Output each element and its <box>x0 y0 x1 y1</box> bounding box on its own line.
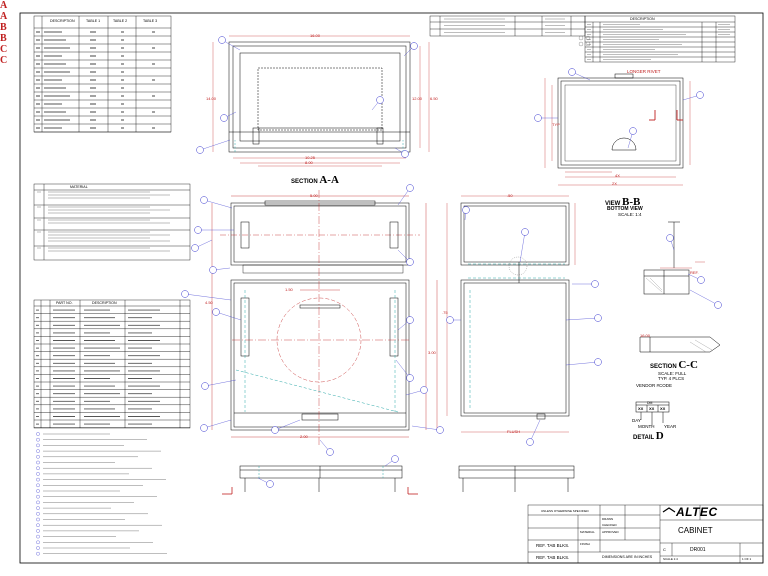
size-value: C <box>663 547 666 552</box>
view-bb-bottom-view <box>557 73 684 169</box>
cut-label-a-right: A <box>0 11 8 22</box>
detail-d-month: MONTH <box>638 424 655 429</box>
rivet-note: LONGER RIVET <box>627 69 661 74</box>
section-aa-label: SECTION A-A <box>291 174 339 186</box>
tab-header-table-2: TABLE 2 <box>113 19 128 23</box>
dimension-label: 2X <box>612 181 617 186</box>
view-bb-label: VIEW B-B <box>605 196 641 208</box>
company-logo: ALTEC <box>676 505 718 519</box>
tolerance-header: UNLESS OTHERWISE SPECIFIED <box>541 509 589 513</box>
dimension-label: 16.00 <box>310 33 321 38</box>
dimension-label: 3.00 <box>428 350 436 355</box>
ref-tab-blks-2: REF. TAB BLKS. <box>536 555 570 560</box>
units-header: DIMENSIONS ARE IN INCHES <box>602 555 653 559</box>
section-cc-label: SECTION C-C <box>650 359 698 371</box>
bom-header-description: DESCRIPTION <box>92 301 117 305</box>
cut-label-c-left: C <box>0 44 8 55</box>
detail-d-year: YEAR <box>664 424 677 429</box>
approved-label: APPROVED <box>602 530 619 534</box>
drawing-number: DR001 <box>690 547 706 553</box>
revision-table <box>429 15 736 63</box>
detail-d-stamp <box>635 401 670 426</box>
detail-d-box-1: DM <box>647 401 653 405</box>
detail-d-box-3: XX <box>649 406 655 411</box>
section-cc-scale: SCALE: FULL <box>658 371 687 376</box>
tabulation-table <box>33 15 172 133</box>
drawn-label: DRAWN <box>602 517 614 521</box>
rev-header-description: DESCRIPTION <box>630 17 655 21</box>
dimension-label: TYP <box>552 122 560 127</box>
detail-d-day: DAY <box>632 418 641 423</box>
sheet-value: 1 OF 1 <box>742 557 752 561</box>
dimension-label: .75 <box>442 310 448 315</box>
dimension-label: 10.25 <box>305 155 316 160</box>
tab-header-table-1: TABLE 1 <box>86 19 101 23</box>
dimension-label: .50 <box>507 193 513 198</box>
dimension-label: FLUSH <box>507 429 521 434</box>
tab-header-description: DESCRIPTION <box>50 19 75 23</box>
detail-d-box-2: XX <box>638 406 644 411</box>
detail-d-vendor: VENDOR #CODE <box>636 383 673 388</box>
dimension-label: 2.00 <box>300 434 308 439</box>
scale-value: SCALE 1:4 <box>663 557 678 561</box>
dimension-label: 8.00 <box>305 160 313 165</box>
dimension-label: 6.50 <box>430 96 438 101</box>
sheet-border <box>19 12 764 564</box>
drawing-title: CABINET <box>678 526 713 535</box>
dimension-label: REF. <box>690 270 699 275</box>
detail-d-label: DETAIL D <box>633 430 664 442</box>
material-notes-table <box>33 183 191 261</box>
bottom-strip-view <box>239 465 575 492</box>
dimension-label: 14.00 <box>206 96 217 101</box>
section-aa-view <box>228 41 411 153</box>
cut-label-a-left: A <box>0 0 8 11</box>
dimension-label: 5.00 <box>310 193 318 198</box>
section-cc-note: TYP. 4 PLCS <box>658 376 685 381</box>
cut-label-c-right: C <box>0 55 8 66</box>
dimension-label: 12.00 <box>412 96 423 101</box>
dimension-label: 4.50 <box>205 300 213 305</box>
material-label: MATERIAL <box>580 530 595 534</box>
bill-of-materials <box>33 299 191 429</box>
dimension-label: 16.00 <box>640 333 651 338</box>
tab-header-table-3: TABLE 3 <box>143 19 158 23</box>
section-cc-view <box>639 221 721 353</box>
ref-tab-blks-1: REF. TAB BLKS. <box>536 543 570 548</box>
side-view <box>460 202 570 420</box>
dimension-label: 1.50 <box>285 287 293 292</box>
finish-label: FINISH <box>580 542 590 546</box>
view-bb-subtitle: BOTTOM VIEW <box>607 206 643 212</box>
dimension-label: 4X <box>615 173 620 178</box>
detail-d-box-4: XX <box>660 406 666 411</box>
front-view <box>220 200 420 431</box>
checked-label: CHECKED <box>602 523 617 527</box>
notes-header-material: MATERIAL <box>70 185 88 189</box>
title-block <box>527 504 764 564</box>
cut-label-b-right: B <box>0 33 7 44</box>
cut-label-b-left: B <box>0 22 7 33</box>
view-bb-scale: SCALE: 1:4 <box>618 212 642 217</box>
bom-header-part-no: PART NO. <box>56 301 73 305</box>
